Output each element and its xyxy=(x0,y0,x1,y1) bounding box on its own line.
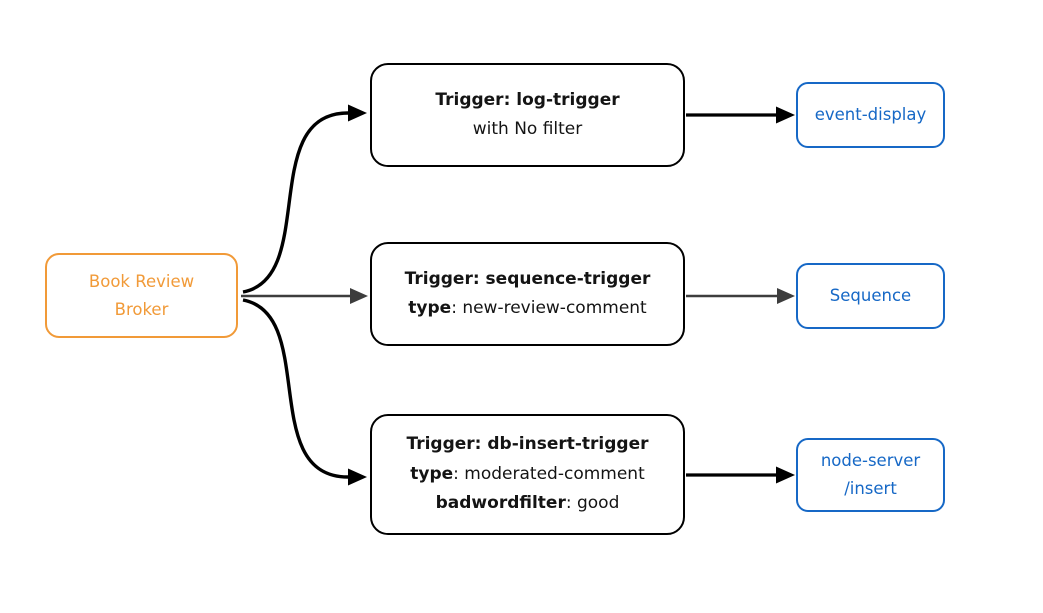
db-insert-trigger-attr2-value: : good xyxy=(565,493,620,514)
db-insert-trigger-attr1-value: : moderated-comment xyxy=(453,463,645,484)
log-trigger-title: Trigger: log-trigger xyxy=(435,89,620,110)
event-display-label: event-display xyxy=(814,105,927,124)
db-insert-trigger-title: Trigger: db-insert-trigger xyxy=(406,434,649,455)
sequence-label: Sequence xyxy=(829,286,912,305)
sequence-trigger-attrs: type: new-review-comment xyxy=(408,294,646,324)
sequence-node: Sequence xyxy=(796,263,945,329)
broker-label-line1: Book Review xyxy=(88,271,195,291)
arrowhead-broker-to-db-insert-trigger xyxy=(348,468,367,486)
arrowhead-sequence-trigger-to-sequence xyxy=(777,288,795,304)
db-insert-trigger-attr1-key: type xyxy=(410,463,454,484)
sequence-trigger-node: Trigger: sequence-trigger type: new-revi… xyxy=(370,242,685,346)
broker-node: Book Review Broker xyxy=(45,253,238,338)
log-trigger-node: Trigger: log-trigger with No filter xyxy=(370,63,685,167)
arrowhead-broker-to-log-trigger xyxy=(348,104,367,122)
sequence-trigger-title: Trigger: sequence-trigger xyxy=(404,268,651,289)
node-server-label-line2: /insert xyxy=(844,479,897,498)
arrow-broker-to-log-trigger xyxy=(242,111,349,294)
broker-label-line2: Broker xyxy=(114,299,169,319)
db-insert-trigger-node: Trigger: db-insert-trigger type: moderat… xyxy=(370,414,685,535)
arrowhead-log-trigger-to-event-display xyxy=(776,106,795,124)
arrowhead-broker-to-sequence-trigger xyxy=(350,288,368,304)
db-insert-trigger-attr2-key: badwordfilter xyxy=(435,493,566,514)
arrowhead-db-insert-trigger-to-node-server xyxy=(776,466,795,484)
log-trigger-subtitle: with No filter xyxy=(472,119,583,139)
node-server-label-line1: node-server xyxy=(820,451,921,470)
arrow-broker-to-db-insert-trigger xyxy=(242,298,349,479)
db-insert-trigger-attr1: type: moderated-comment xyxy=(410,460,645,490)
sequence-trigger-attr-key: type xyxy=(408,298,452,318)
event-display-node: event-display xyxy=(796,82,945,148)
sequence-trigger-attr-value: : new-review-comment xyxy=(451,298,647,318)
node-server-insert-node: node-server /insert xyxy=(796,438,945,512)
db-insert-trigger-attr2: badwordfilter: good xyxy=(436,489,620,519)
